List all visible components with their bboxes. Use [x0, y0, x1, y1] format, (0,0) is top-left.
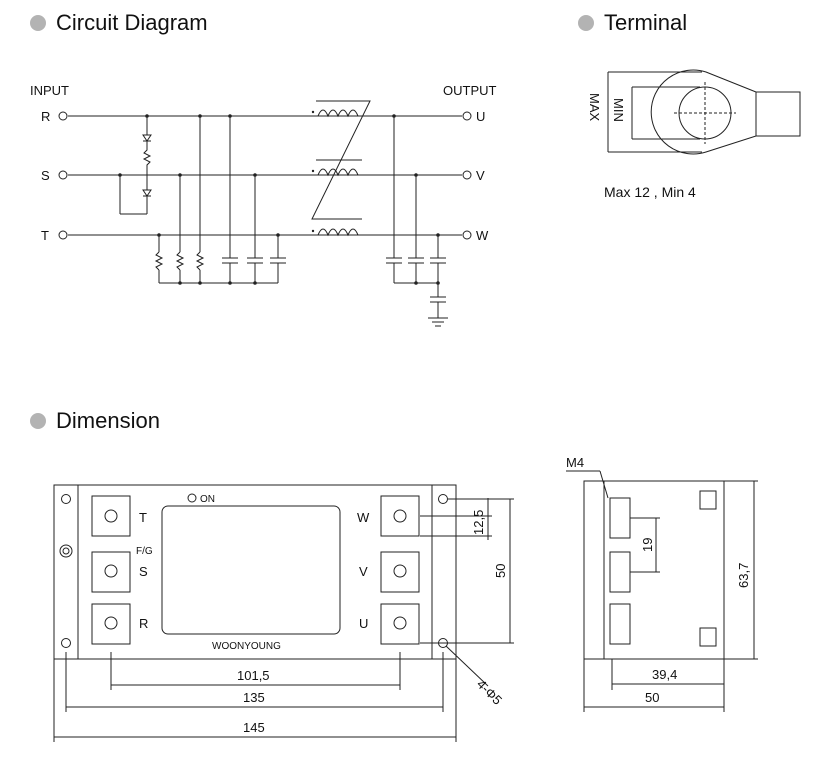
terminal-u-label: U [359, 616, 368, 631]
dim-holes: 4-Φ5 [474, 677, 505, 708]
terminal-max-label: MAX [587, 93, 602, 122]
output-label: OUTPUT [443, 83, 497, 98]
dim-side-50: 50 [645, 690, 659, 705]
terminal-s-label: S [139, 564, 148, 579]
ring-terminal [607, 69, 801, 155]
circuit-diagram-heading: Circuit Diagram [30, 10, 208, 36]
bullet-icon [578, 15, 594, 31]
terminal-w-label: W [357, 510, 370, 525]
terminal-t-label: T [139, 510, 147, 525]
terminal-r-label: R [139, 616, 148, 631]
dim-101-5: 101,5 [237, 668, 270, 683]
input-s-label: S [41, 168, 50, 183]
output-v-label: V [476, 168, 485, 183]
input-t-label: T [41, 228, 49, 243]
brand-label: WOONYOUNG [212, 641, 281, 652]
m4-label: M4 [566, 455, 584, 470]
dimension-heading: Dimension [30, 408, 160, 434]
output-w-label: W [476, 228, 489, 243]
on-label: ON [200, 494, 215, 505]
circuit-diagram-title: Circuit Diagram [56, 10, 208, 35]
dim-39-4: 39,4 [652, 667, 677, 682]
fg-label: F/G [136, 546, 153, 557]
bullet-icon [30, 15, 46, 31]
dim-50-vertical: 50 [493, 564, 508, 578]
dim-19: 19 [640, 538, 655, 552]
dim-145: 145 [243, 720, 265, 735]
side-view [566, 470, 758, 712]
front-view [53, 484, 514, 742]
terminal-title: Terminal [604, 10, 688, 35]
terminal-min-label: MIN [611, 98, 626, 122]
dim-12-5: 12,5 [471, 510, 486, 535]
dimension-title: Dimension [56, 408, 160, 433]
dim-63-7: 63,7 [736, 563, 751, 588]
bullet-icon [30, 413, 46, 429]
output-u-label: U [476, 109, 485, 124]
terminal-note: Max 12 , Min 4 [604, 184, 696, 200]
dim-135: 135 [243, 690, 265, 705]
terminal-heading: Terminal [578, 10, 687, 36]
input-label: INPUT [30, 83, 69, 98]
input-r-label: R [41, 109, 50, 124]
terminal-v-label: V [359, 564, 368, 579]
